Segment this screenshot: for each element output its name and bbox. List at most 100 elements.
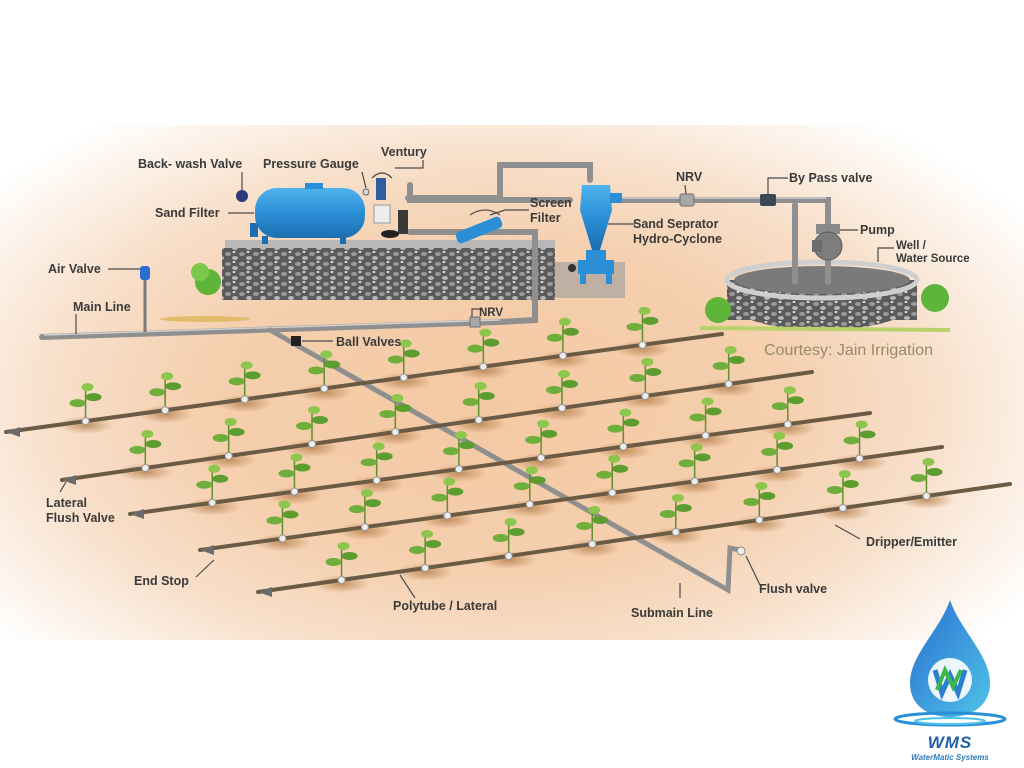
plant-leaf bbox=[165, 382, 182, 391]
plant-leaf bbox=[296, 422, 312, 430]
well-icon bbox=[724, 259, 920, 330]
plant-leaf bbox=[403, 349, 420, 358]
plant-leaf bbox=[212, 434, 229, 442]
ball-valve-icon bbox=[291, 336, 301, 346]
plant-leaf bbox=[689, 413, 706, 422]
plant-leaf bbox=[278, 500, 291, 509]
label-nrv-top: NRV bbox=[676, 170, 703, 184]
plant-leaf bbox=[701, 397, 714, 406]
plant-leaf bbox=[492, 534, 509, 542]
water-puddle bbox=[160, 316, 250, 322]
dripper-icon bbox=[671, 528, 680, 536]
label-sand-separator-line1: Sand Seprator bbox=[633, 217, 719, 231]
plant-leaf bbox=[443, 477, 456, 486]
plant-leaf bbox=[558, 370, 570, 378]
end-stop-icon bbox=[62, 475, 76, 485]
dripper-icon bbox=[141, 464, 150, 472]
plant-leaf bbox=[690, 443, 703, 452]
dripper-icon bbox=[320, 384, 329, 393]
plant-leaf bbox=[546, 333, 563, 342]
plant-leaf bbox=[462, 398, 479, 406]
plant-leaf bbox=[694, 453, 711, 462]
nrv-icon bbox=[679, 193, 695, 207]
plant-leaf bbox=[607, 424, 624, 433]
plant-leaf bbox=[513, 482, 530, 491]
plant-leaf bbox=[454, 431, 467, 440]
plant-leaf bbox=[525, 466, 538, 475]
plant-leaf bbox=[642, 316, 659, 325]
plant-leaf bbox=[145, 440, 162, 448]
nrv-icon bbox=[469, 316, 481, 328]
polytube-lateral bbox=[4, 332, 724, 434]
end-stop-icon bbox=[258, 587, 272, 597]
plant-leaf bbox=[645, 368, 662, 376]
plant-leaf bbox=[588, 506, 601, 514]
dripper-icon bbox=[224, 452, 233, 460]
plant-leaf bbox=[724, 346, 737, 354]
plant-leaf bbox=[409, 546, 426, 554]
plant-leaf bbox=[244, 371, 261, 380]
plant-leaf bbox=[266, 516, 283, 525]
dripper-icon bbox=[525, 500, 534, 509]
plant-leaf bbox=[525, 435, 542, 444]
plant-leaf bbox=[224, 418, 237, 426]
label-backwash-valve: Back- wash Valve bbox=[138, 157, 243, 171]
dripper-icon bbox=[504, 552, 513, 560]
label-ball-valves: Ball Valves bbox=[336, 335, 402, 349]
dripper-icon bbox=[391, 428, 400, 436]
plant-leaf bbox=[576, 522, 593, 530]
label-flush-valve: Flush valve bbox=[759, 582, 828, 596]
logo-subtitle: WaterMatic Systems bbox=[911, 753, 989, 762]
plant-leaf bbox=[659, 510, 676, 518]
dripper-icon bbox=[308, 440, 316, 448]
dripper-icon bbox=[724, 380, 733, 388]
plant-leaf bbox=[638, 306, 651, 315]
submain-pipe bbox=[267, 327, 743, 595]
venturi-icon bbox=[371, 172, 408, 238]
plant-leaf bbox=[783, 386, 796, 395]
label-nrv-bottom: NRV bbox=[479, 307, 504, 319]
label-venturi: Ventury bbox=[381, 145, 427, 159]
plant-leaf bbox=[773, 431, 786, 440]
plant-leaf bbox=[372, 442, 385, 451]
shrub-icon bbox=[699, 284, 951, 332]
dripper-icon bbox=[755, 516, 764, 524]
plant-leaf bbox=[641, 358, 654, 366]
label-dripper-emitter: Dripper/Emitter bbox=[866, 535, 957, 549]
plant-leaf bbox=[777, 441, 794, 450]
dripper-icon bbox=[443, 511, 452, 520]
plant-leaf bbox=[376, 452, 393, 461]
plant-leaf bbox=[442, 447, 459, 456]
courtesy-credit: Courtesy: Jain Irrigation bbox=[764, 342, 933, 359]
plant-leaf bbox=[759, 492, 776, 500]
plant-leaf bbox=[85, 393, 102, 402]
dripper-icon bbox=[278, 534, 287, 543]
plant-leaf bbox=[69, 399, 86, 408]
dripper-icon bbox=[454, 465, 463, 474]
label-submain-line: Submain Line bbox=[631, 606, 713, 620]
plant-leaf bbox=[308, 406, 320, 414]
dripper-icon bbox=[783, 420, 792, 429]
wms-logo: WMS WaterMatic Systems bbox=[885, 595, 1015, 765]
plant-leaf bbox=[761, 447, 778, 456]
dripper-icon bbox=[922, 492, 931, 500]
plant-leaf bbox=[387, 355, 404, 364]
filter-platform bbox=[222, 240, 625, 300]
plant-leaf bbox=[926, 468, 943, 476]
plant-leaf bbox=[391, 394, 404, 402]
dripper-icon bbox=[537, 453, 546, 462]
polytube-lateral bbox=[128, 411, 872, 516]
plant-leaf bbox=[787, 396, 804, 405]
hydrocyclone-icon bbox=[568, 185, 622, 284]
plant-leaf bbox=[629, 374, 646, 382]
dripper-icon bbox=[701, 431, 710, 440]
plant-leaf bbox=[855, 420, 868, 429]
plant-leaf bbox=[626, 322, 643, 331]
plant-leaf bbox=[612, 464, 629, 473]
plant-leaf bbox=[562, 380, 578, 388]
plant-leaf bbox=[294, 463, 311, 472]
plant-leaf bbox=[623, 418, 640, 427]
laterals-group bbox=[4, 306, 1012, 597]
plant-leaf bbox=[348, 505, 365, 514]
plant-leaf bbox=[360, 489, 373, 498]
